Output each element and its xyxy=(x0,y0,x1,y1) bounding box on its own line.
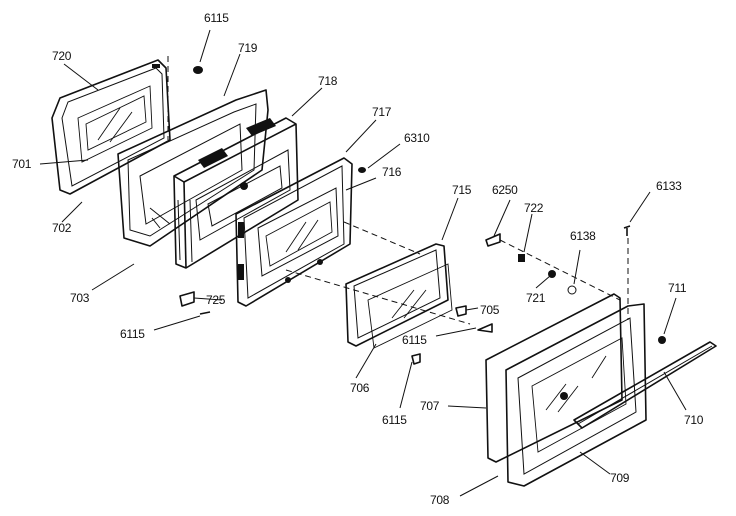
part-719-door-frame xyxy=(117,89,269,247)
alignment-lines xyxy=(167,56,629,325)
label-709: 709 xyxy=(610,471,630,485)
label-6310: 6310 xyxy=(404,131,430,145)
label-721: 721 xyxy=(526,291,546,305)
label-6115-left: 6115 xyxy=(120,327,145,341)
part-number-labels: 6115 719 720 718 717 6310 716 701 702 71… xyxy=(12,11,704,507)
label-725: 725 xyxy=(206,293,226,307)
label-718: 718 xyxy=(318,74,338,88)
label-720: 720 xyxy=(52,49,72,63)
label-703: 703 xyxy=(70,291,90,305)
part-720-door-liner xyxy=(51,59,171,195)
label-701: 701 xyxy=(12,157,32,171)
label-706: 706 xyxy=(350,381,370,395)
label-707: 707 xyxy=(420,399,440,413)
leader-lines xyxy=(39,29,687,497)
part-707-outer-door xyxy=(485,293,647,487)
label-6115-top: 6115 xyxy=(204,11,229,25)
label-716: 716 xyxy=(382,165,402,179)
label-702: 702 xyxy=(52,221,72,235)
label-715: 715 xyxy=(452,183,472,197)
label-705: 705 xyxy=(480,303,500,317)
label-708: 708 xyxy=(430,493,450,507)
label-711: 711 xyxy=(668,281,687,295)
label-6115-mid: 6115 xyxy=(402,333,427,347)
part-710-handle xyxy=(573,336,717,429)
label-6250: 6250 xyxy=(492,183,518,197)
label-6133: 6133 xyxy=(656,179,682,193)
part-717-inner-door-panel xyxy=(235,157,353,307)
small-hardware xyxy=(179,66,631,365)
label-710: 710 xyxy=(684,413,704,427)
label-719: 719 xyxy=(238,41,258,55)
label-6138: 6138 xyxy=(570,229,596,243)
label-722: 722 xyxy=(524,201,544,215)
part-715-window-pack xyxy=(345,243,453,349)
label-6115-bottom: 6115 xyxy=(382,413,407,427)
label-717: 717 xyxy=(372,105,392,119)
part-718-insulation-box xyxy=(173,117,299,269)
